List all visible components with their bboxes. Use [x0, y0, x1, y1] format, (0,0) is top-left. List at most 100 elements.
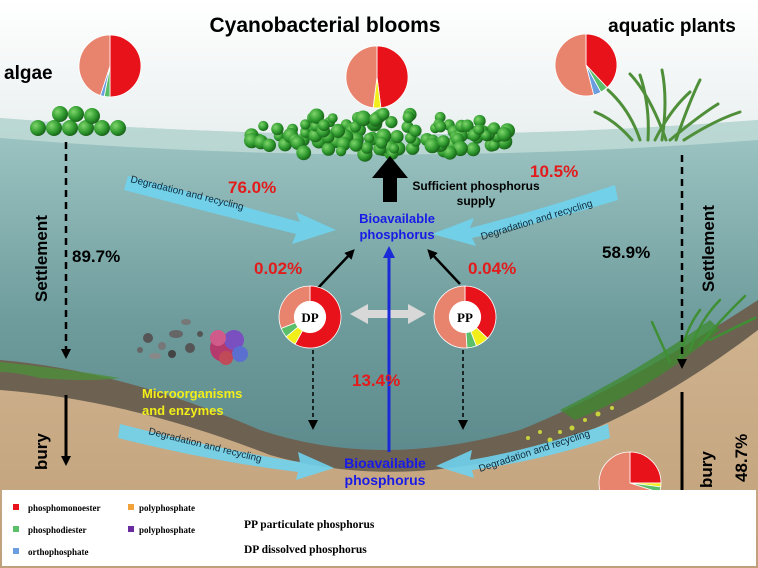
- pie-algae: [78, 34, 142, 98]
- bloom-cell: [409, 124, 422, 137]
- moss-right: [560, 320, 720, 420]
- bloom-cell: [335, 145, 347, 157]
- sediment-particles: [526, 406, 614, 443]
- aquatic-plants-icon: [593, 68, 742, 142]
- bloom-cell: [262, 138, 276, 152]
- label-bioavailable-top-line2: phosphorus: [359, 227, 434, 242]
- legend: phosphomonoester polyphosphate phosphodi…: [13, 503, 195, 557]
- bloom-cell: [321, 142, 336, 156]
- pie-cyanobacterial-blooms: [345, 45, 409, 109]
- bloom-cell: [473, 114, 486, 128]
- pie-slice-other: [345, 45, 378, 109]
- label-settlement-left: Settlement: [32, 215, 51, 302]
- label-settlement-right: Settlement: [699, 205, 718, 292]
- moss-left: [0, 362, 120, 380]
- bloom-cell: [330, 123, 345, 138]
- degradation-arrow-bottom-right: [436, 424, 610, 478]
- bloom-cell: [437, 135, 450, 148]
- pie-slice-phosphomonoester: [109, 34, 142, 98]
- bloom-cell: [443, 145, 457, 160]
- pct-pp-to-bioavailable: 0.04%: [468, 259, 516, 278]
- label-bioavailable-bottom-line2: phosphorus: [345, 472, 426, 488]
- bloom-cell: [466, 142, 481, 157]
- label-sufficient-supply-line2: supply: [457, 194, 496, 208]
- pie-aquatic-plants: [554, 33, 618, 97]
- legend-label-polyphosphate-purple: polyphosphate: [139, 525, 195, 535]
- pct-plants-degradation: 10.5%: [530, 162, 578, 181]
- bloom-cell: [376, 107, 390, 121]
- pie-dp: DP: [278, 285, 342, 349]
- label-bioavailable-bottom-line1: Bioavailable: [344, 455, 426, 471]
- legend-swatch-phosphomonoester: [13, 504, 19, 510]
- legend-swatch-polyphosphate-purple: [128, 526, 134, 532]
- definition-dp: DP dissolved phosphorus: [244, 544, 367, 556]
- bloom-cell: [473, 124, 485, 135]
- pie-slice-phosphomonoester: [464, 285, 497, 339]
- label-aquatic-plants: aquatic plants: [608, 16, 736, 37]
- label-and-enzymes: and enzymes: [142, 403, 224, 418]
- bloom-cell: [355, 110, 371, 127]
- pie-center-label: DP: [301, 310, 318, 325]
- label-bury-right: bury: [697, 451, 716, 488]
- cyanobacterial-bloom-mat: [244, 107, 515, 162]
- legend-box: [2, 490, 756, 566]
- label-bioavailable-top-line1: Bioavailable: [359, 211, 435, 226]
- pie-center-label: PP: [457, 310, 473, 325]
- bloom-cell: [327, 113, 338, 124]
- bloom-cell: [375, 136, 388, 149]
- title-cyanobacterial-blooms: Cyanobacterial blooms: [209, 14, 440, 37]
- legend-swatch-phosphodiester: [13, 526, 19, 532]
- legend-swatch-orthophosphate: [13, 548, 19, 554]
- legend-label-phosphomonoester: phosphomonoester: [28, 503, 101, 513]
- bloom-cell: [487, 122, 501, 135]
- pie-slice-phosphomonoester: [376, 45, 409, 109]
- pct-algae-degradation: 76.0%: [228, 178, 276, 197]
- bloom-cell: [434, 121, 447, 133]
- pie-slice-other: [554, 33, 595, 97]
- label-algae: algae: [4, 63, 53, 84]
- pct-sediment-release: 13.4%: [352, 371, 400, 390]
- bloom-cell: [349, 138, 363, 152]
- definition-pp: PP particulate phosphorus: [244, 519, 375, 531]
- supply-up-arrow: [372, 156, 408, 202]
- bloom-cell: [296, 145, 312, 161]
- bloom-cell: [300, 127, 311, 138]
- label-sufficient-supply-line1: Sufficient phosphorus: [412, 179, 540, 193]
- pct-algae-settlement: 89.7%: [72, 247, 120, 266]
- legend-label-polyphosphate-orange: polyphosphate: [139, 503, 195, 513]
- bloom-cell: [360, 141, 373, 154]
- bloom-cell: [390, 130, 404, 144]
- legend-swatch-polyphosphate-orange: [128, 504, 134, 510]
- bloom-cell: [389, 143, 400, 154]
- bloom-cell: [385, 116, 398, 129]
- pct-plants-settlement: 58.9%: [602, 243, 650, 262]
- bloom-cell: [300, 119, 311, 130]
- bloom-cell: [402, 111, 415, 123]
- bloom-cell: [497, 127, 512, 142]
- bloom-cell: [318, 119, 330, 132]
- pie-pp: PP: [433, 285, 497, 349]
- pct-dp-to-bioavailable: 0.02%: [254, 259, 302, 278]
- pie-slice-other: [78, 34, 111, 96]
- legend-label-orthophosphate: orthophosphate: [28, 547, 89, 557]
- bloom-cell: [271, 122, 284, 136]
- pie-charts: DP PP: [78, 33, 662, 515]
- legend-label-phosphodiester: phosphodiester: [28, 525, 87, 535]
- pie-slice-phosphomonoester: [585, 33, 618, 89]
- pie-center: [448, 300, 482, 334]
- bloom-cell: [309, 108, 325, 124]
- dp-to-bioavailable-arrow: [317, 249, 355, 289]
- degradation-arrow-top-right: [432, 185, 618, 246]
- pct-bury-right: 48.7%: [732, 434, 751, 482]
- algae-cluster: [30, 106, 126, 136]
- pp-to-bioavailable-arrow: [427, 249, 461, 285]
- enzyme-icon: [210, 330, 248, 365]
- bloom-cell: [424, 137, 441, 154]
- bloom-cell: [258, 120, 269, 132]
- bloom-cell: [363, 133, 375, 144]
- label-bury-left: bury: [32, 433, 51, 470]
- pie-slice-phosphomonoester: [629, 451, 662, 484]
- pie-center: [293, 300, 327, 334]
